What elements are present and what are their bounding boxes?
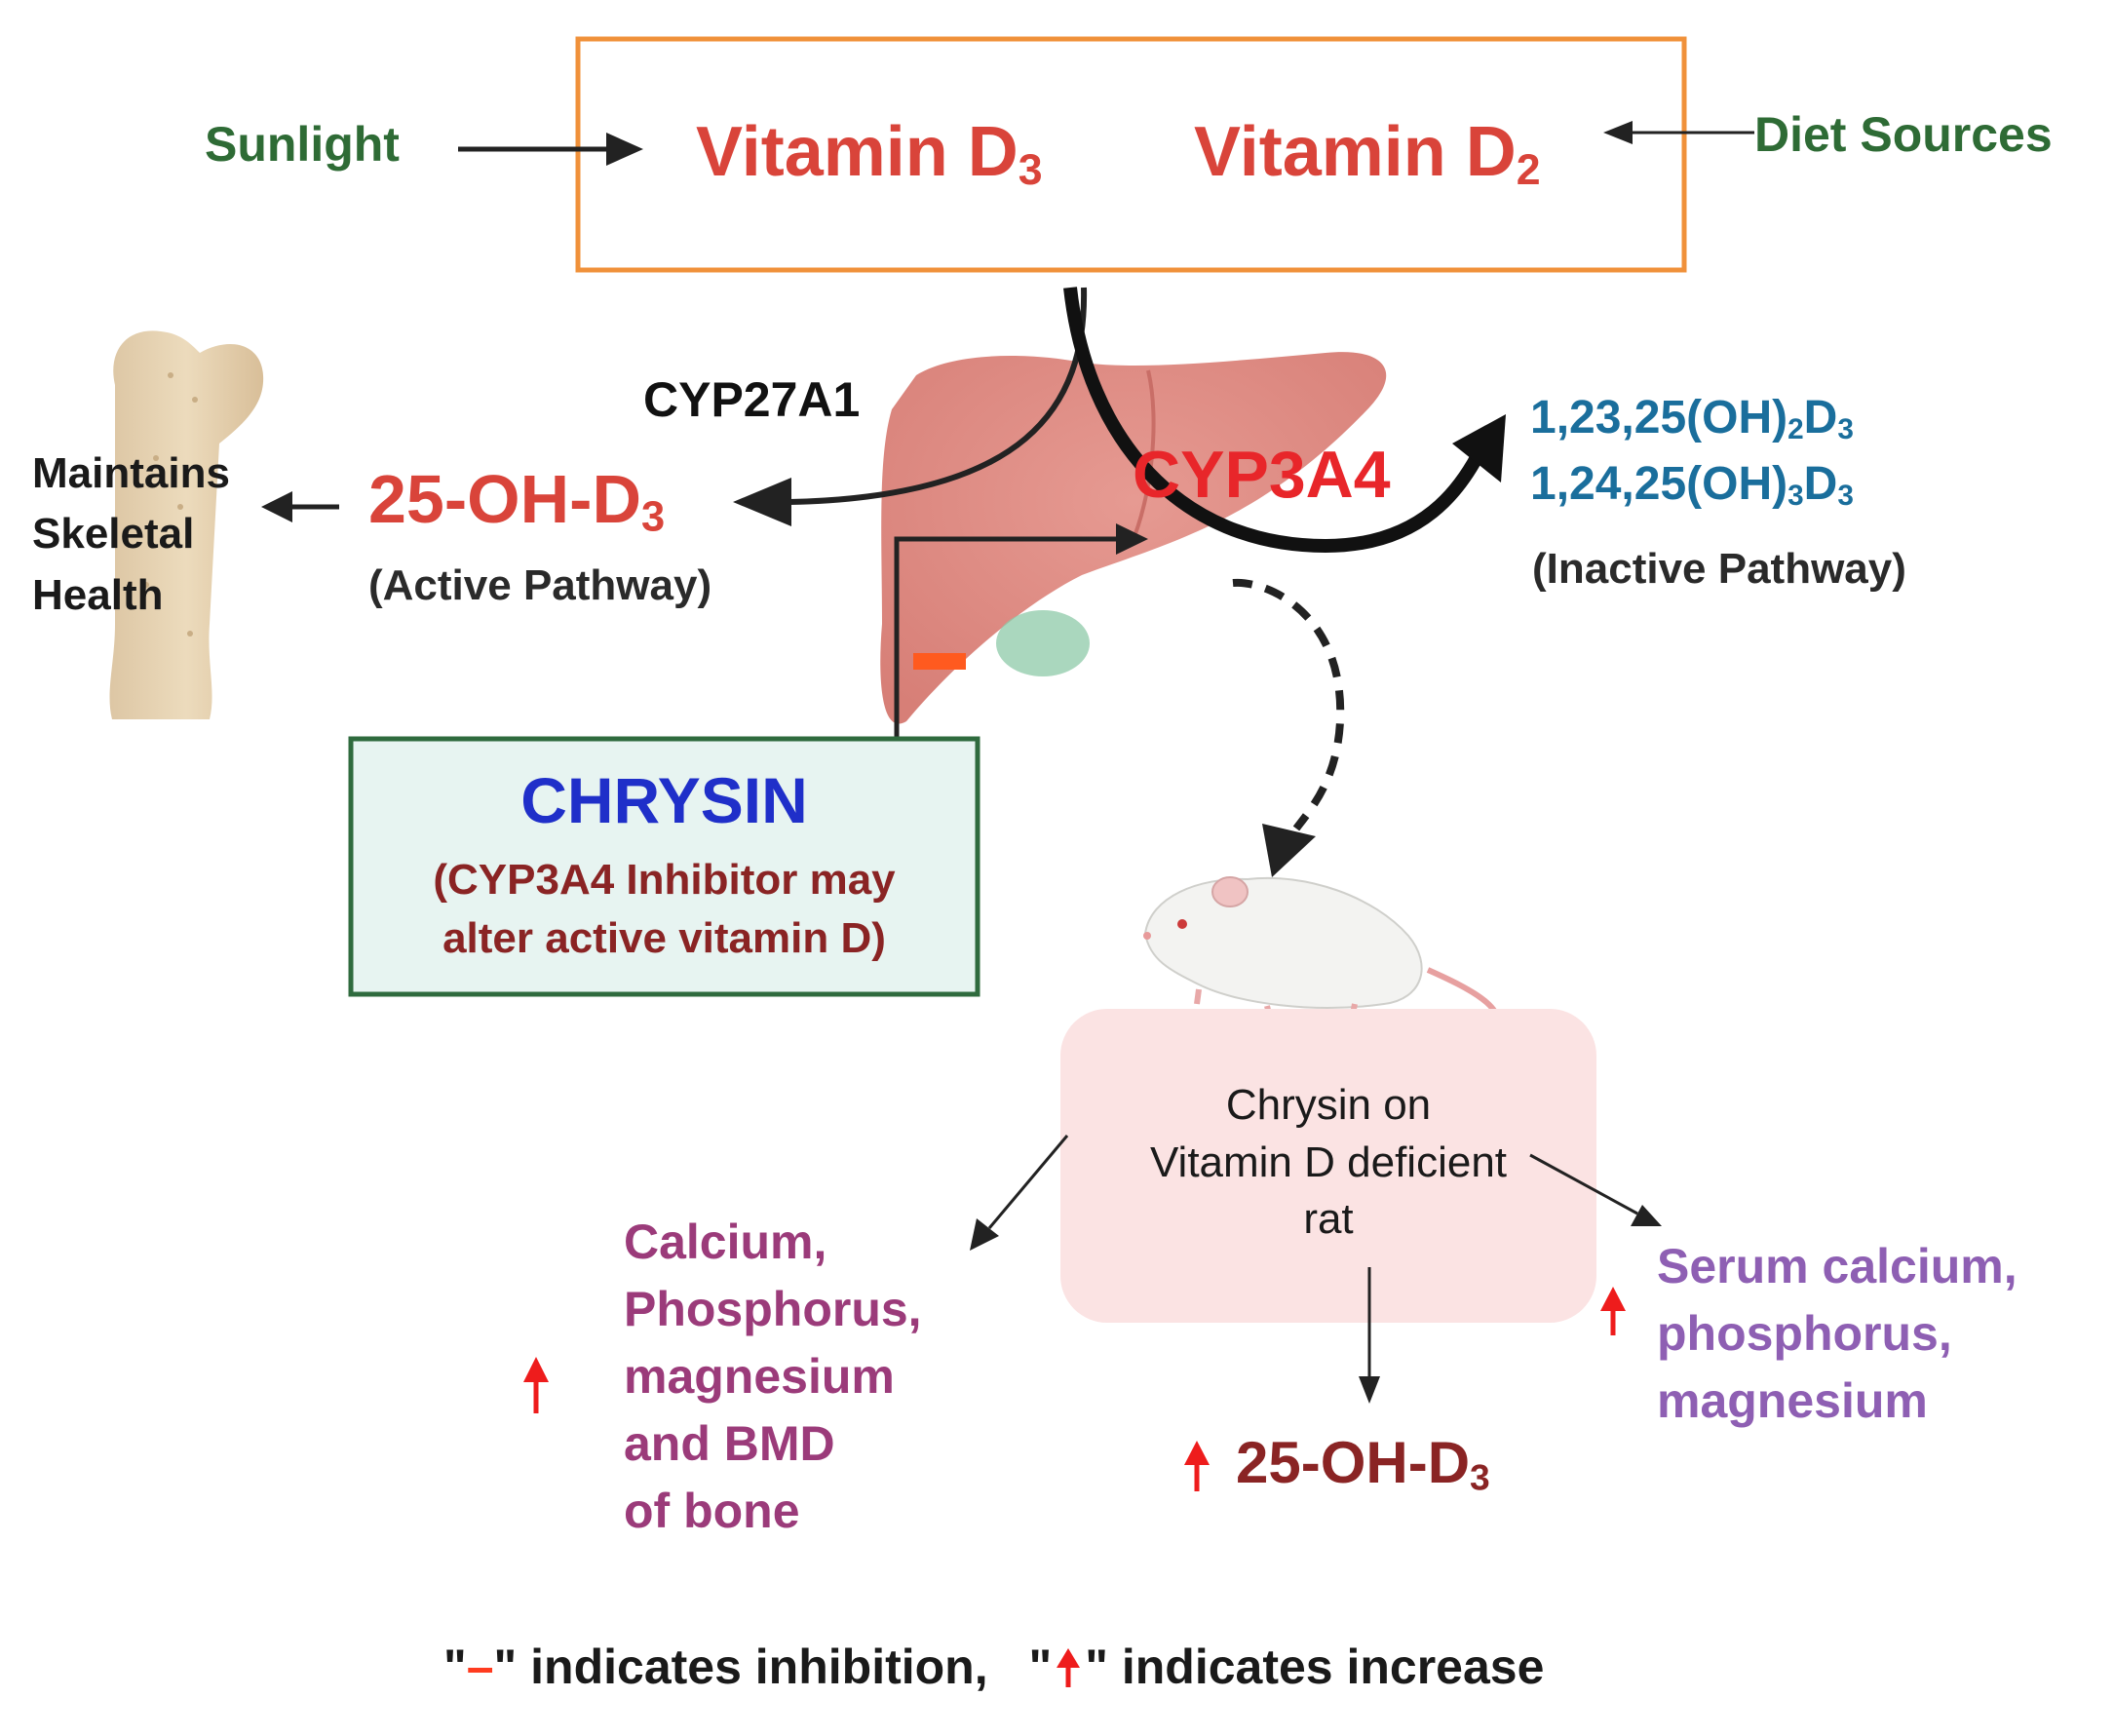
inactive-m1-b: 2 [1787,412,1804,445]
inactive-m2-d: 3 [1837,479,1854,512]
cyp3a4-label: CYP3A4 [1133,438,1391,512]
legend-quote: " [1028,1640,1053,1694]
vitamin-d2-label: Vitamin D2 [1194,110,1541,196]
chrysin-box [348,736,980,997]
chrysin-desc-line2: alter active vitamin D) [442,914,886,962]
outcome-25ohd3-text: 25-OH-D [1236,1430,1471,1495]
rat-study-line2: Vitamin D deficient [1149,1138,1508,1186]
legend-quote: " [493,1640,518,1694]
legend: "–" indicates inhibition, " " indicates … [443,1638,1544,1696]
bone-effect-line2: Skeletal [32,510,195,559]
chrysin-inhibition-connector [894,523,1148,739]
chrysin-desc-line1: (CYP3A4 Inhibitor may [433,856,896,904]
dashed-arrow-to-rat [1232,578,1345,877]
increase-arrow-25ohd3 [1184,1441,1210,1491]
inactive-m1-c: D [1803,392,1838,444]
serum-outcome-line: magnesium [1657,1373,1928,1428]
inactive-m2-b: 3 [1787,479,1804,512]
vitamin-d3-label: Vitamin D3 [696,110,1043,196]
outcome-25ohd3-label: 25-OH-D3 [1236,1428,1490,1499]
vitamin-source-box [575,36,1687,273]
inactive-pathway-label: (Inactive Pathway) [1532,545,1906,593]
rat-study-label: Chrysin on Vitamin D deficient rat [1060,1077,1596,1249]
legend-quote: " [443,1640,467,1694]
diet-arrow [1603,121,1754,144]
sunlight-label: Sunlight [205,117,400,172]
bone-outcome-line: of bone [624,1484,800,1538]
cyp27a1-label: CYP27A1 [643,372,861,427]
bone-outcome-line: Calcium, [624,1215,827,1269]
inactive-m1-a: 1,23,25(OH) [1530,392,1788,444]
arrow-to-25ohd3 [1359,1267,1380,1404]
bone-effect-line3: Health [32,570,164,619]
rat-study-line3: rat [1303,1195,1354,1244]
skeletal-arrow [261,491,339,522]
inactive-metabolite-2: 1,24,25(OH)3D3 [1530,456,1854,514]
outcome-25ohd3-subscript: 3 [1470,1456,1490,1498]
bone-effect-label: Maintains Skeletal Health [32,444,230,626]
active-metabolite-text: 25-OH-D [368,461,642,537]
legend-up-arrow-icon [1052,1643,1085,1687]
sunlight-arrow [458,133,643,166]
inactive-m2-c: D [1803,458,1838,510]
arrow-to-serum [1529,1153,1662,1226]
vitamin-d3-subscript: 3 [1018,145,1043,194]
inhibition-mark [913,653,966,670]
vitamin-d2-text: Vitamin D [1194,113,1517,191]
legend-minus-symbol: – [466,1640,494,1694]
serum-outcome-line: Serum calcium, [1657,1239,2018,1293]
serum-outcome-line: phosphorus, [1657,1306,1952,1361]
bone-effect-line1: Maintains [32,449,230,497]
inactive-m1-d: 3 [1837,412,1854,445]
bone-outcomes-label: Calcium, Phosphorus, magnesium and BMD o… [624,1209,922,1545]
arrow-to-bone-outcomes [970,1135,1069,1251]
increase-arrow-bone [523,1357,549,1413]
active-pathway-label: (Active Pathway) [368,561,712,609]
rat-study-box [1060,1009,1596,1323]
bone-outcome-line: Phosphorus, [624,1282,922,1336]
bone-outcome-line: magnesium [624,1349,895,1404]
active-metabolite-subscript: 3 [641,493,666,541]
active-metabolite-label: 25-OH-D3 [368,458,665,543]
inactive-m2-a: 1,24,25(OH) [1530,458,1788,510]
vitamin-d3-text: Vitamin D [696,113,1019,191]
inactive-metabolite-1: 1,23,25(OH)2D3 [1530,390,1854,447]
serum-outcomes-label: Serum calcium, phosphorus, magnesium [1657,1233,2018,1435]
rat-study-line1: Chrysin on [1225,1081,1432,1129]
increase-arrow-serum [1600,1287,1626,1335]
femur-bone-icon [109,330,264,719]
chrysin-title: CHRYSIN [520,764,808,836]
diet-sources-label: Diet Sources [1754,107,2053,162]
vitamin-d2-subscript: 2 [1516,145,1541,194]
bone-outcome-line: and BMD [624,1416,835,1471]
cyp3a4-arrow [1063,287,1506,554]
legend-increase-text: indicates increase [1107,1640,1545,1694]
legend-inhibition-text: indicates inhibition, [517,1640,988,1694]
legend-quote: " [1085,1640,1108,1694]
